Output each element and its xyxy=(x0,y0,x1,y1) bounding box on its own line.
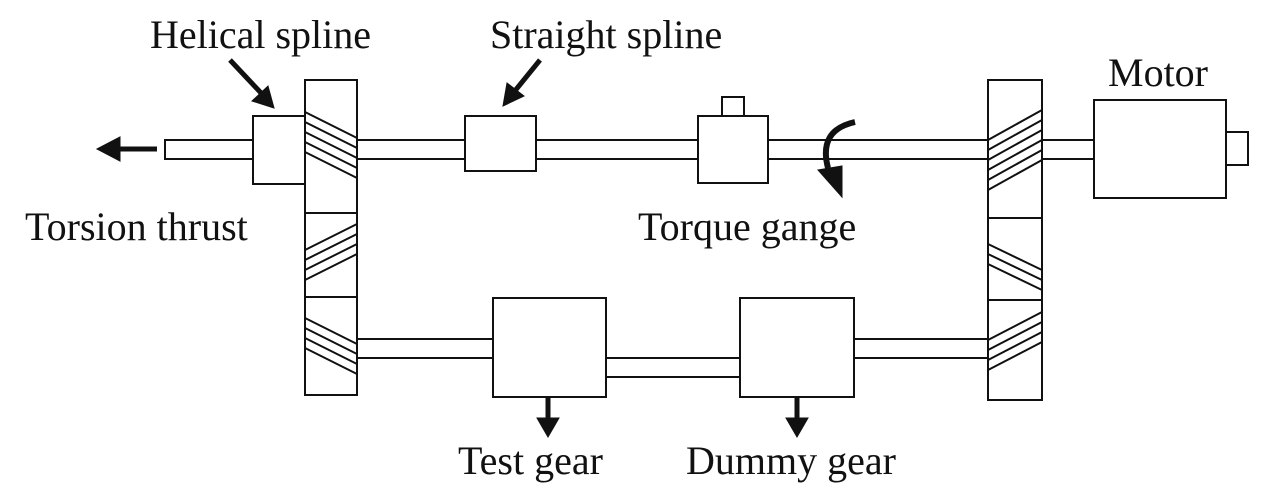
lower-shaft-segment-3 xyxy=(853,338,989,359)
motor-shaft xyxy=(1041,139,1095,160)
rotation-arrow-icon xyxy=(817,119,856,199)
output-shaft-left xyxy=(164,139,254,160)
test-gear-block xyxy=(492,297,607,398)
straight-spline-block xyxy=(464,115,537,172)
lower-shaft-segment-1 xyxy=(356,338,494,359)
right-gear-plate xyxy=(987,79,1043,401)
test-gear-label: Test gear xyxy=(458,438,603,483)
torsion-thrust-arrow-icon xyxy=(95,136,157,162)
helical-spline-pointer-arrow-icon xyxy=(228,58,275,109)
motor-label: Motor xyxy=(1108,50,1208,95)
dummy-gear-down-arrow-icon xyxy=(785,397,809,438)
dummy-gear-label: Dummy gear xyxy=(686,438,896,483)
helical-spline-block xyxy=(252,115,306,185)
upper-shaft-segment-1 xyxy=(356,139,466,160)
torque-gauge-label: Torque gange xyxy=(638,204,856,249)
helical-spline-label: Helical spline xyxy=(150,12,371,57)
lower-shaft-segment-2 xyxy=(605,357,741,378)
torque-gauge xyxy=(697,96,769,184)
torsion-thrust-label: Torsion thrust xyxy=(25,204,248,249)
dummy-gear-block xyxy=(739,297,855,398)
upper-shaft-segment-2 xyxy=(535,139,699,160)
test-gear-down-arrow-icon xyxy=(536,397,560,438)
straight-spline-pointer-arrow-icon xyxy=(502,58,542,107)
straight-spline-label: Straight spline xyxy=(490,12,722,57)
left-gear-plate xyxy=(304,79,358,396)
upper-shaft-segment-3 xyxy=(767,139,989,160)
motor xyxy=(1093,99,1249,199)
